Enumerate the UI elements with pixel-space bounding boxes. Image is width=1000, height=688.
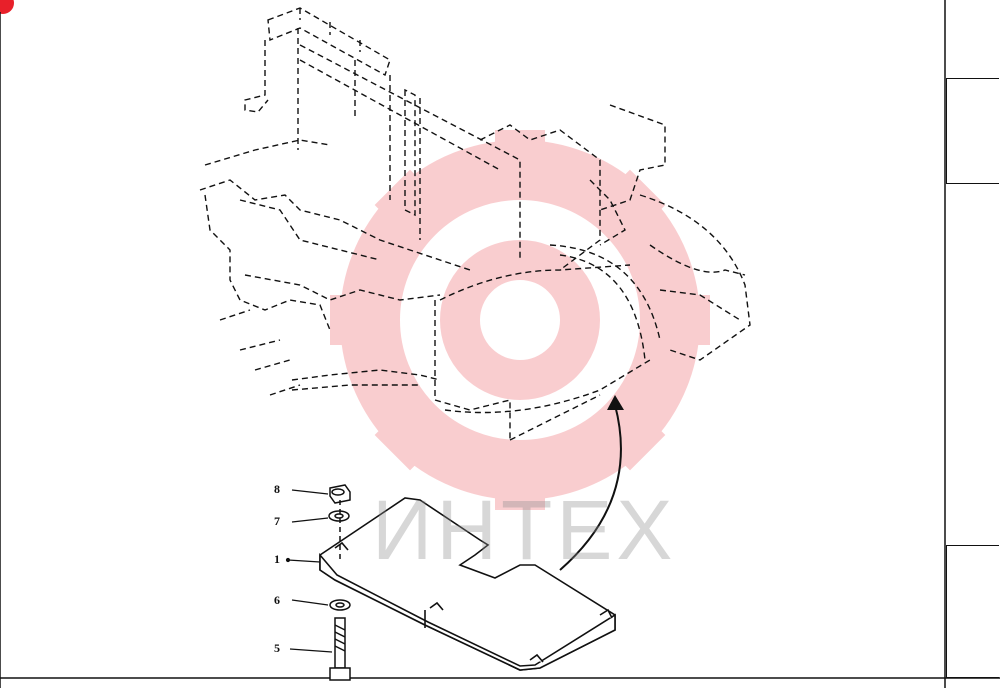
callout-5: 5 [274, 641, 280, 655]
callout-7: 7 [274, 514, 280, 528]
callout-1: 1 [274, 552, 280, 566]
installation-arrow [559, 395, 624, 571]
callout-leaders [285, 489, 333, 653]
corner-marker [0, 0, 14, 14]
watermark-logo [330, 130, 710, 510]
callout-8: 8 [274, 482, 280, 496]
callout-6: 6 [274, 593, 280, 607]
skid-plate-part-1 [319, 497, 616, 671]
side-tab-upper [946, 78, 999, 184]
watermark-text: ИНТЕХ [372, 483, 677, 577]
side-tab-lower [946, 545, 999, 678]
fasteners [328, 484, 351, 681]
chassis-frame-phantom [199, 7, 751, 441]
